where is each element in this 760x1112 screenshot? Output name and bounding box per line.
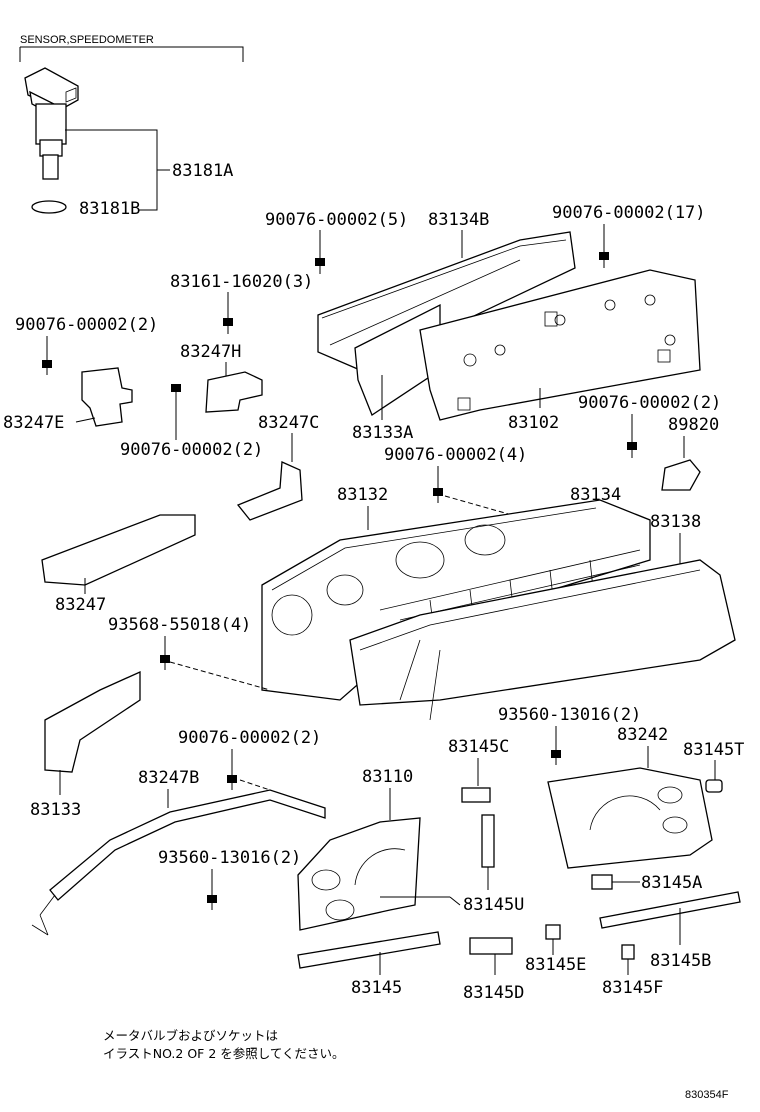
plate-83145f-part[interactable] (621, 944, 635, 960)
plate-83145b-part[interactable] (599, 891, 741, 929)
label-83145F: 83145F (602, 978, 663, 998)
plate-83145-part[interactable] (297, 931, 441, 969)
plate-83247-part[interactable] (41, 514, 196, 586)
note-line-2: イラストNO.2 OF 2 を参照してください。 (103, 1046, 345, 1061)
label-90076-4: 90076-00002(4) (384, 445, 527, 465)
plate-83145a-part[interactable] (591, 874, 613, 890)
lower-cluster-group: 90076-00002(2) 83247B 93560-13016(2) 832… (31, 705, 744, 1003)
dial-plate-83242-part[interactable] (547, 767, 713, 869)
middle-cluster-group: 90076-00002(4) 83132 83134 83138 83247 9… (30, 445, 736, 820)
label-83247E: 83247E (3, 413, 64, 433)
plate-83247c-part[interactable] (236, 461, 303, 521)
label-83102: 83102 (508, 413, 559, 433)
label-83134B: 83134B (428, 210, 489, 230)
bracket-83247e-part[interactable] (81, 367, 133, 427)
upper-cluster-group: 90076-00002(5) 83134B 90076-00002(17) 83… (3, 203, 721, 521)
note-line-1: メータバルブおよびソケットは (103, 1028, 278, 1043)
label-83133: 83133 (30, 800, 81, 820)
meter-glass-part[interactable] (349, 559, 736, 706)
label-83132: 83132 (337, 485, 388, 505)
bracket-83247h-part[interactable] (205, 371, 263, 413)
screw-icon[interactable] (627, 442, 637, 458)
label-90076-2b: 90076-00002(2) (120, 440, 263, 460)
label-93568: 93568-55018(4) (108, 615, 251, 635)
plate-83145c-part[interactable] (461, 787, 491, 803)
label-90076-2c: 90076-00002(2) (578, 393, 721, 413)
wire-harness-part[interactable] (49, 789, 326, 901)
screw-icon[interactable] (227, 775, 237, 790)
screw-icon[interactable] (551, 750, 561, 765)
screw-icon[interactable] (223, 318, 233, 334)
plate-83145e-part[interactable] (545, 924, 561, 940)
label-83181A: 83181A (172, 161, 233, 181)
label-83133A: 83133A (352, 423, 413, 443)
label-83161: 83161-16020(3) (170, 272, 313, 292)
label-83110: 83110 (362, 767, 413, 787)
o-ring-part[interactable] (31, 200, 67, 214)
plate-83145d-part[interactable] (469, 937, 513, 955)
group-title: SENSOR,SPEEDOMETER (20, 34, 154, 46)
illustration-id: 830354F (685, 1089, 729, 1101)
relay-89820-part[interactable] (661, 459, 701, 491)
label-90076-17: 90076-00002(17) (552, 203, 706, 223)
screw-icon[interactable] (315, 258, 325, 274)
label-93560-a: 93560-13016(2) (498, 705, 641, 725)
label-93560-b: 93560-13016(2) (158, 848, 301, 868)
screw-icon[interactable] (433, 488, 443, 503)
label-83145T: 83145T (683, 740, 744, 760)
speed-sensor-part[interactable] (24, 67, 79, 180)
label-83247H: 83247H (180, 342, 241, 362)
rear-case-part[interactable] (354, 303, 441, 416)
label-83247B: 83247B (138, 768, 199, 788)
sensor-speedometer-group: SENSOR,SPEEDOMETER 83181A 83181B (19, 34, 244, 219)
screw-icon[interactable] (171, 384, 181, 400)
screw-icon[interactable] (599, 252, 609, 268)
plate-83145t-part[interactable] (705, 779, 723, 793)
label-83145: 83145 (351, 978, 402, 998)
label-90076-2a: 90076-00002(2) (15, 315, 158, 335)
label-83181B: 83181B (79, 199, 140, 219)
cover-83133-part[interactable] (44, 670, 141, 773)
label-83145A: 83145A (641, 873, 702, 893)
label-89820: 89820 (668, 415, 719, 435)
label-90076-5: 90076-00002(5) (265, 210, 408, 230)
label-90076-2d: 90076-00002(2) (178, 728, 321, 748)
group-bracket (19, 46, 244, 62)
plate-83145u-part[interactable] (481, 814, 495, 868)
screw-icon[interactable] (160, 655, 170, 670)
label-83242: 83242 (617, 725, 668, 745)
label-83138: 83138 (650, 512, 701, 532)
label-83247: 83247 (55, 595, 106, 615)
label-83145D: 83145D (463, 983, 524, 1003)
dial-plate-83110-part[interactable] (297, 817, 421, 931)
label-83134: 83134 (570, 485, 621, 505)
printed-circuit-board-part[interactable] (419, 269, 701, 421)
screw-icon[interactable] (42, 360, 52, 375)
label-83145U: 83145U (463, 895, 524, 915)
label-83145E: 83145E (525, 955, 586, 975)
label-83247C: 83247C (258, 413, 319, 433)
screw-icon[interactable] (207, 895, 217, 910)
label-83145B: 83145B (650, 951, 711, 971)
leader-83181 (65, 129, 170, 211)
label-83145C: 83145C (448, 737, 509, 757)
